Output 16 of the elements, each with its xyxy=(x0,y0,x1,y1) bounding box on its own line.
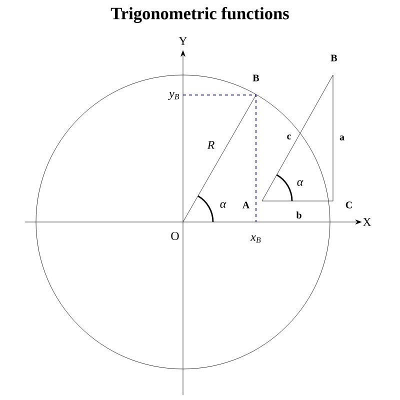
point-label: C xyxy=(346,202,352,208)
title: Trigonometric functions xyxy=(110,7,289,23)
point-label: x$_{B}$ xyxy=(250,235,261,243)
point-label: y$_{B}$ xyxy=(168,92,180,100)
point-label: α xyxy=(220,202,226,208)
point-label: X xyxy=(362,218,372,226)
point-label: A xyxy=(242,202,250,208)
point-label: α xyxy=(297,180,304,186)
point-label: c xyxy=(287,134,291,140)
point-label: a xyxy=(340,136,344,140)
point-label: B xyxy=(330,54,338,62)
point-label: B xyxy=(252,74,260,82)
point-label: R xyxy=(207,141,214,149)
point-label: b xyxy=(296,211,302,219)
point-label: O xyxy=(171,232,179,240)
point-label: Y xyxy=(178,37,188,45)
